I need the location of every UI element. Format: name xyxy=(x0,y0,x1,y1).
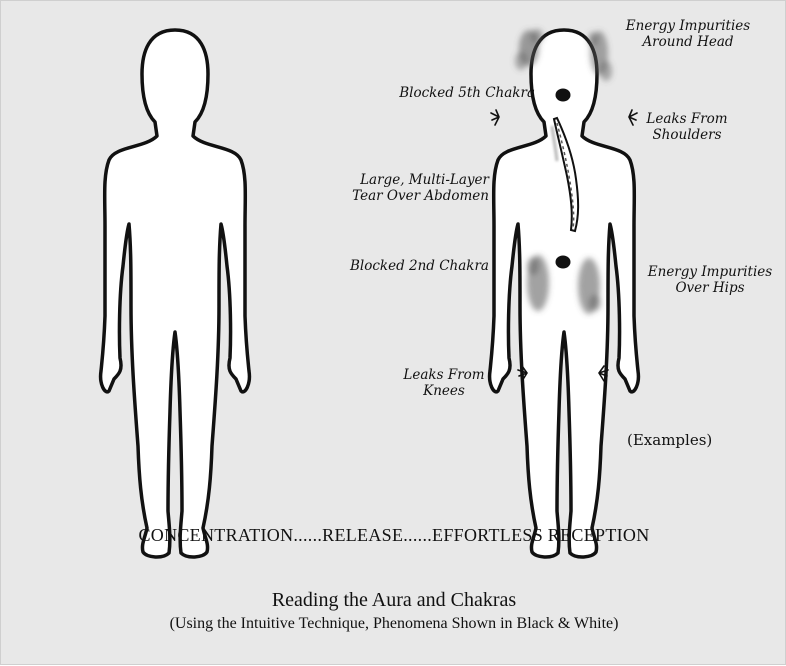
examples-label: (Examples) xyxy=(627,432,712,448)
fifth-chakra-dot xyxy=(556,89,571,102)
diagram-subtitle: (Using the Intuitive Technique, Phenomen… xyxy=(1,615,786,633)
hip-impurities-label: Energy Impurities Over Hips xyxy=(635,264,785,296)
second-chakra-dot xyxy=(556,256,571,269)
shoulder-leaks-label: Leaks From Shoulders xyxy=(631,111,743,143)
second-chakra-label: Blocked 2nd Chakra xyxy=(319,258,489,274)
technique-tagline: CONCENTRATION......RELEASE......EFFORTLE… xyxy=(1,525,786,546)
diagram-title: Reading the Aura and Chakras xyxy=(1,589,786,612)
left-body-outline xyxy=(101,30,250,557)
fifth-chakra-label: Blocked 5th Chakra xyxy=(341,85,535,101)
right-body-outline xyxy=(490,30,639,557)
head-impurities-label: Energy Impurities Around Head xyxy=(613,18,763,50)
abdomen-tear-label: Large, Multi-Layer Tear Over Abdomen xyxy=(319,172,489,204)
knee-leaks-label: Leaks From Knees xyxy=(389,367,499,399)
